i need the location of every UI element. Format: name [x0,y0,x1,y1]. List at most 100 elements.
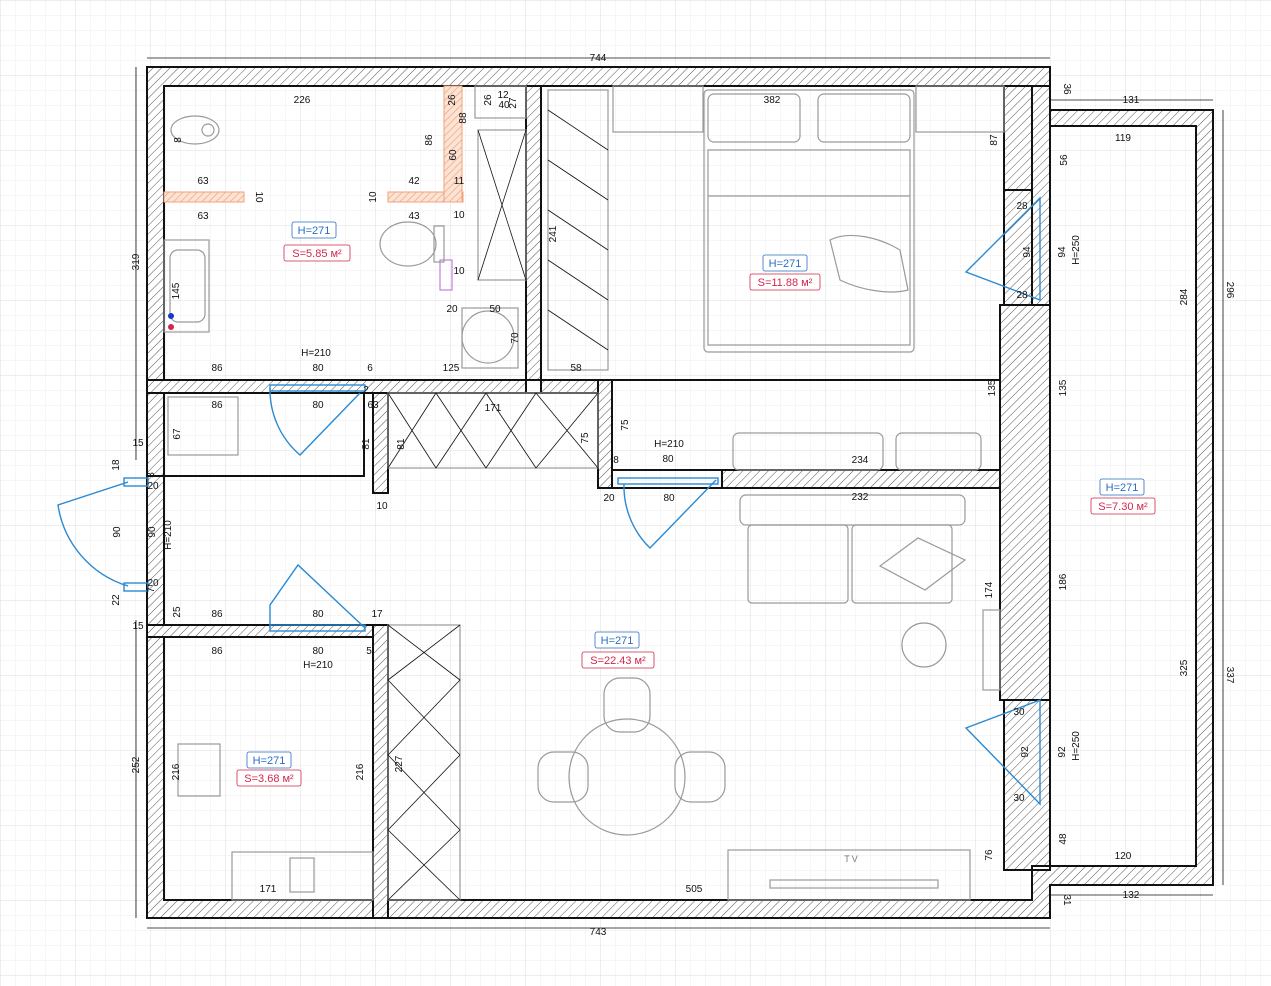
dim-75b: 75 [580,432,591,444]
dim-90a: 90 [112,526,123,538]
dim-75a: 75 [620,419,631,431]
dim-right-outer: 296 [1224,282,1235,299]
dim-3: 3 [146,472,157,478]
room-label-bathroom: H=271 S=5.85 м² [283,221,351,262]
dim-67: 67 [172,428,183,440]
doors [57,196,1041,806]
dim-58: 58 [570,363,582,374]
dim-81a: 81 [361,438,372,450]
bedroom-height: H=271 [769,258,802,270]
dim-135b: 135 [1058,379,1069,396]
dim-171b: 171 [260,884,277,895]
dim-8b: 8 [173,137,184,143]
dim-15b: 15 [132,621,144,632]
dim-17: 17 [371,609,383,620]
dim-227: 227 [394,755,405,772]
dim-92b: 92 [1057,746,1068,758]
dim-86a: 86 [211,363,223,374]
dim-h210c: H=210 [303,660,333,671]
room-label-bedroom: H=271 S=11.88 м² [749,254,821,291]
dim-bed-top: 382 [764,95,781,106]
dim-bottom-total: 743 [590,927,607,938]
dim-11: 11 [454,176,465,187]
dim-12: 12 [497,90,509,101]
dim-bal-h-lower: 325 [1179,659,1190,676]
dim-25: 25 [172,606,183,618]
dim-22: 22 [111,594,122,606]
dim-63a: 63 [197,176,209,187]
dim-top-total: 744 [590,53,607,64]
dim-56: 56 [1059,154,1070,166]
room-label-living: H=271 S=22.43 м² [581,631,655,669]
dim-hall-wall: 171 [485,403,502,414]
bathroom-height: H=271 [298,225,331,237]
dim-48: 48 [1058,833,1069,845]
dim-26a: 26 [447,94,458,106]
bedroom-area: S=11.88 м² [758,277,813,289]
dim-87: 87 [989,134,1000,146]
dim-94a: 94 [1022,246,1033,258]
living-furniture [387,392,1001,901]
dim-36: 36 [1061,83,1072,95]
dim-135a: 135 [987,379,998,396]
dim-10c: 10 [453,210,465,221]
dim-6: 6 [367,363,373,374]
partitions [146,85,1197,919]
dim-216b: 216 [355,763,366,780]
dim-bal-h-upper: 284 [1179,288,1190,305]
dim-174: 174 [984,581,995,598]
living-area: S=22.43 м² [590,655,646,667]
dimension-labels: 744 743 319 252 296 337 226 382 505 171 … [111,53,1235,938]
dim-bal-top-out: 131 [1123,95,1140,106]
dimension-lines [135,57,1224,929]
dim-40: 40 [498,100,510,111]
dim-31: 31 [1061,894,1072,906]
dim-42: 42 [408,176,420,187]
dim-bal-door-h: H=250 [1071,235,1082,265]
dim-86c: 86 [211,609,223,620]
dim-241: 241 [548,225,559,242]
dim-20c: 20 [147,481,159,492]
dim-80a: 80 [662,454,674,465]
dim-15a: 15 [132,438,144,449]
dim-30a: 30 [1013,707,1025,718]
dim-28a: 28 [1016,201,1028,212]
bathroom-partitions [163,85,464,291]
bedroom-furniture [547,85,1005,471]
dim-10a: 10 [253,191,264,203]
balcony-height: H=271 [1106,482,1139,494]
dim-43: 43 [408,211,420,222]
dim-90b: 90 [147,526,158,538]
dim-20d: 20 [147,578,159,589]
dim-86e: 86 [424,134,435,146]
dim-80f: 80 [312,646,324,657]
dim-10d: 10 [453,266,465,277]
dim-18: 18 [111,459,122,471]
bathroom-area: S=5.85 м² [292,248,342,260]
dim-86b: 86 [211,400,223,411]
balcony-wall [1031,85,1051,306]
dim-bal-bottom-out: 132 [1123,890,1140,901]
dim-bal-bottom: 120 [1115,851,1132,862]
dim-5: 5 [366,646,372,657]
dim-80c: 80 [312,363,324,374]
dim-216a: 216 [171,763,182,780]
dim-63b: 63 [197,211,209,222]
dim-20b: 20 [446,304,458,315]
dim-bal-top: 119 [1115,133,1131,144]
dim-10b: 10 [368,191,379,203]
dim-left-lower: 252 [131,756,142,773]
storage-furniture [167,396,374,901]
living-height: H=271 [601,635,634,647]
storage-area: S=3.68 м² [244,773,294,785]
dim-186: 186 [1058,573,1069,590]
dim-60: 60 [448,149,459,161]
room-label-balcony: H=271 S=7.30 м² [1090,478,1156,515]
dim-30b: 30 [1013,793,1025,804]
dim-80e: 80 [312,609,324,620]
dim-8: 8 [613,455,619,466]
dim-80b: 80 [663,493,675,504]
storage-height: H=271 [253,755,286,767]
